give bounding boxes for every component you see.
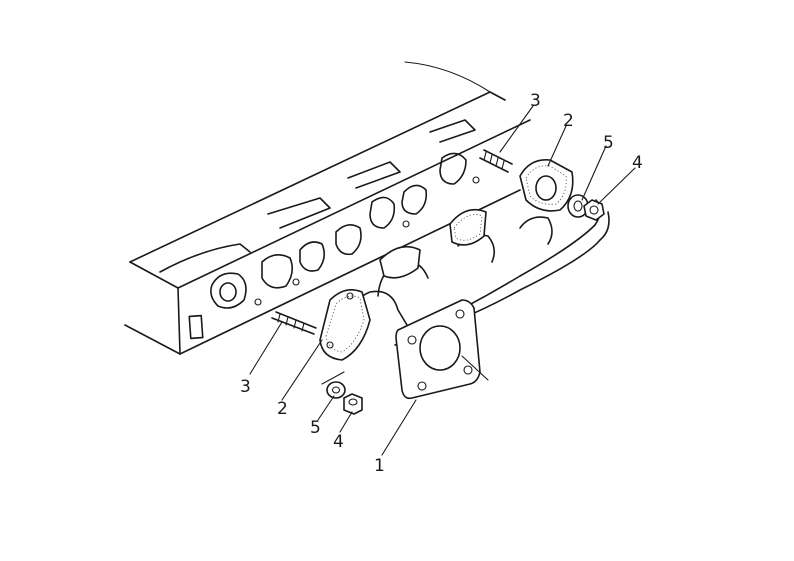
- exhaust-manifold: [319, 199, 610, 400]
- cylinder-head: [124, 61, 531, 355]
- stud-upper: [479, 149, 513, 173]
- callout-exhaust-manifold: 1: [374, 456, 385, 476]
- leader-5-upper: [581, 145, 607, 201]
- leader-3-lower: [249, 321, 283, 375]
- leader-4-lower: [339, 411, 353, 433]
- callout-nut-lower: 4: [333, 432, 344, 452]
- callout-nut-upper: 4: [632, 153, 643, 173]
- callout-gasket-lower: 2: [277, 399, 288, 419]
- callout-stud-lower: 3: [240, 377, 251, 397]
- nut-upper: [583, 199, 605, 221]
- callout-washer-upper: 5: [603, 133, 614, 153]
- callout-gasket-upper: 2: [563, 111, 574, 131]
- callout-stud-upper: 3: [530, 91, 541, 111]
- gasket-upper: [519, 159, 574, 212]
- leader-5-lower: [317, 395, 335, 421]
- leader-1: [381, 399, 417, 456]
- stud-lower: [271, 311, 317, 335]
- callout-washer-lower: 5: [310, 418, 321, 438]
- leader-3-upper: [499, 105, 534, 153]
- leader-lines: [249, 105, 636, 456]
- washer-lower: [326, 381, 346, 399]
- leader-2-upper: [547, 125, 567, 167]
- nut-lower: [343, 393, 363, 415]
- leader-4-upper: [597, 167, 636, 205]
- leader-2-lower: [281, 339, 323, 401]
- washer-lower-indicator: [321, 371, 345, 385]
